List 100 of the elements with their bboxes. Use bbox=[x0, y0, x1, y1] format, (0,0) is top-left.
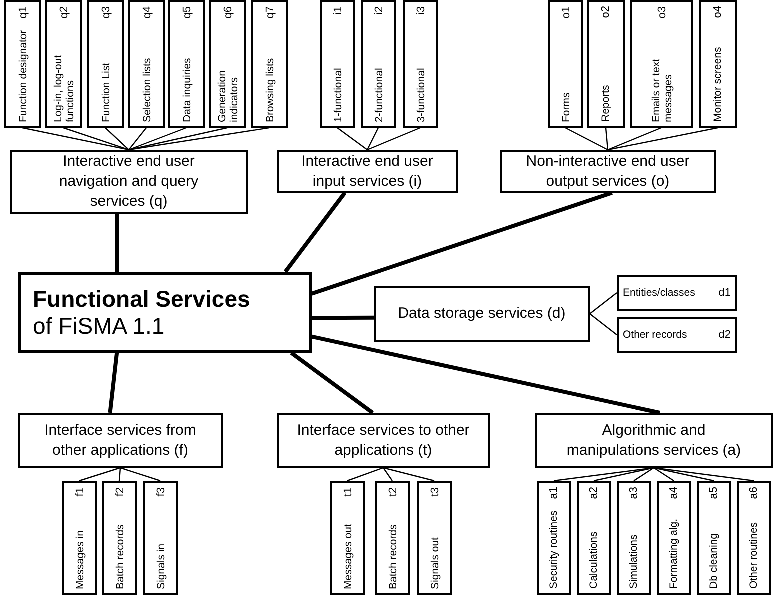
service-item-box bbox=[617, 275, 737, 311]
service-item-box bbox=[320, 0, 355, 128]
item-label: 2-functional bbox=[372, 68, 384, 122]
connector-line bbox=[312, 334, 660, 415]
service-item-box bbox=[361, 0, 396, 128]
item-code: q6 bbox=[222, 6, 234, 18]
connector-line bbox=[337, 128, 368, 150]
title-heading: Functional Services bbox=[33, 286, 252, 312]
service-item-box bbox=[630, 0, 693, 128]
service-category-box bbox=[500, 150, 716, 193]
item-label: Simulations bbox=[628, 534, 640, 589]
item-code: a6 bbox=[748, 487, 760, 500]
item-code: o2 bbox=[600, 6, 612, 18]
item-code: d1 bbox=[718, 287, 731, 299]
category-label: Non-interactive end user output services (o) bbox=[525, 152, 691, 191]
service-item-box bbox=[45, 0, 82, 128]
item-code: q3 bbox=[100, 6, 112, 18]
connector-line bbox=[608, 127, 718, 151]
item-label: Formatting alg. bbox=[668, 518, 680, 589]
item-label: Log-in, log-out functions bbox=[52, 54, 76, 122]
category-label: Interface services from other applications (f) bbox=[44, 420, 198, 460]
service-category-box bbox=[374, 286, 590, 342]
connector-line bbox=[128, 128, 147, 150]
service-category-box bbox=[277, 150, 458, 193]
category-label: Interactive end user navigation and query services (q) bbox=[58, 152, 200, 212]
item-code: q1 bbox=[16, 6, 28, 18]
item-code: o1 bbox=[560, 6, 572, 18]
connector-line bbox=[605, 128, 609, 150]
service-item-box bbox=[4, 0, 41, 128]
connector-line bbox=[284, 192, 347, 274]
service-item-box bbox=[548, 0, 583, 128]
item-code: q2 bbox=[58, 6, 70, 18]
connector-line bbox=[128, 127, 228, 151]
item-label: Data inquiries bbox=[180, 58, 192, 122]
item-label: Calculations bbox=[588, 532, 600, 589]
item-code: a2 bbox=[588, 487, 600, 500]
item-code: i2 bbox=[372, 6, 384, 15]
service-category-box bbox=[10, 150, 248, 214]
item-code: t2 bbox=[386, 487, 398, 496]
service-item-box bbox=[403, 0, 438, 128]
item-label: Batch records bbox=[386, 524, 398, 589]
connector-line bbox=[367, 127, 421, 151]
connector-line bbox=[634, 468, 654, 482]
item-code: q7 bbox=[264, 6, 276, 18]
item-label: Messages in bbox=[74, 530, 86, 589]
item-code: a4 bbox=[668, 487, 680, 500]
connector-line bbox=[63, 127, 130, 151]
connector-line bbox=[608, 127, 662, 151]
item-label: Other routines bbox=[748, 522, 760, 589]
service-item-box bbox=[143, 481, 178, 595]
service-item-box bbox=[330, 481, 365, 595]
service-item-box bbox=[737, 481, 771, 595]
connector-line bbox=[654, 467, 714, 482]
item-code: o3 bbox=[656, 6, 668, 18]
service-category-box bbox=[535, 413, 773, 468]
item-label: Other records bbox=[623, 329, 688, 341]
connector-line bbox=[22, 127, 130, 151]
item-code: t1 bbox=[342, 487, 354, 496]
item-code: f2 bbox=[114, 487, 126, 496]
item-code: d2 bbox=[718, 329, 731, 341]
connector-line bbox=[311, 191, 613, 296]
item-label: 3-functional bbox=[414, 68, 426, 122]
item-label: Entities/classes bbox=[623, 287, 696, 299]
item-label: Signals in bbox=[154, 543, 166, 589]
category-label: Interactive end user input services (i) bbox=[300, 152, 434, 191]
service-category-box bbox=[18, 413, 223, 468]
service-item-box bbox=[417, 481, 452, 595]
item-code: a3 bbox=[628, 487, 640, 500]
service-item-box bbox=[537, 481, 571, 595]
item-code: i3 bbox=[414, 6, 426, 15]
title-subheading: of FiSMA 1.1 bbox=[33, 312, 166, 340]
service-category-box bbox=[277, 413, 490, 468]
item-label: Messages out bbox=[342, 524, 354, 589]
item-label: Emails or text messages bbox=[650, 57, 674, 122]
connector-line bbox=[128, 127, 187, 151]
connector-line bbox=[565, 127, 608, 151]
item-label: Monitor screens bbox=[712, 47, 724, 122]
item-label: 1-functional bbox=[332, 68, 344, 122]
connector-line bbox=[654, 467, 754, 482]
service-item-box bbox=[209, 0, 246, 128]
service-item-box bbox=[657, 481, 691, 595]
connector-line bbox=[118, 468, 122, 482]
connector-line bbox=[108, 352, 120, 414]
connector-line bbox=[383, 468, 393, 482]
service-item-box bbox=[87, 0, 124, 128]
service-item-box bbox=[251, 0, 288, 128]
service-item-box bbox=[128, 0, 165, 128]
service-item-box bbox=[617, 481, 651, 595]
connector-line bbox=[347, 467, 384, 482]
item-code: i1 bbox=[332, 6, 344, 15]
item-label: Reports bbox=[600, 85, 612, 122]
connector-line bbox=[590, 292, 618, 314]
item-code: a5 bbox=[708, 487, 720, 500]
connector-line bbox=[115, 214, 120, 272]
item-label: Signals out bbox=[428, 537, 440, 589]
item-label: Generation indicators bbox=[216, 69, 240, 122]
item-label: Function designator bbox=[16, 30, 28, 122]
item-label: Selection lists bbox=[140, 58, 152, 122]
category-label: Algorithmic and manipulations services (a) bbox=[566, 420, 742, 460]
item-label: Forms bbox=[560, 92, 572, 122]
